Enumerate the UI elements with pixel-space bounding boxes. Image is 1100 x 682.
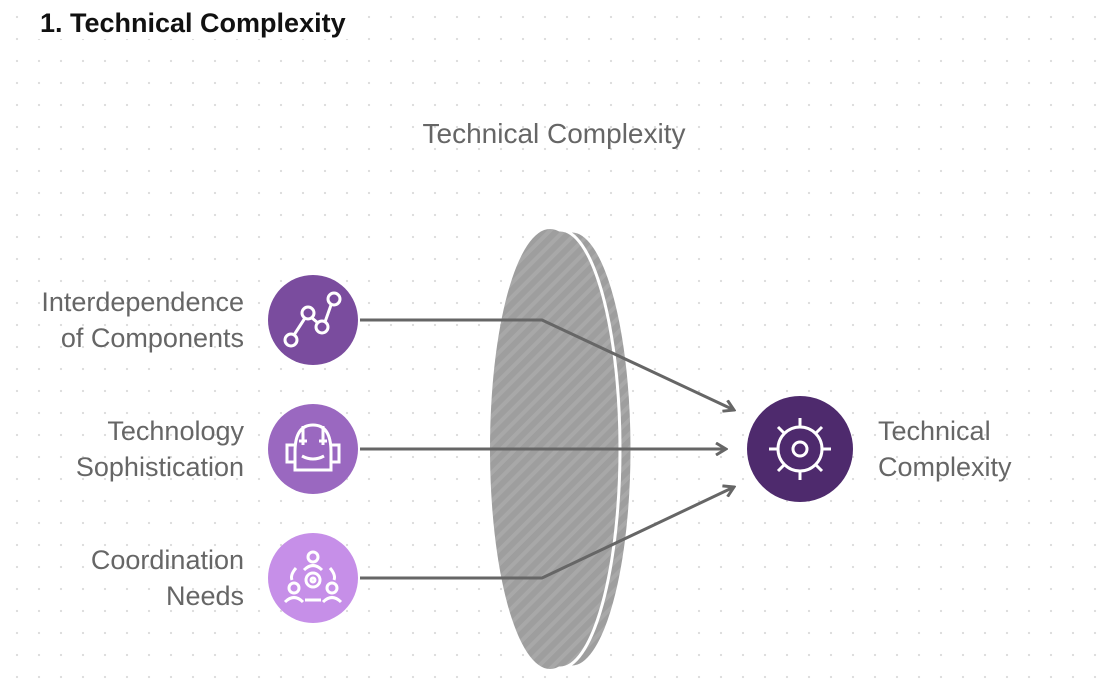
output-label: Technical Complexity <box>878 413 1012 485</box>
label-line: Needs <box>165 581 244 611</box>
label-line: Complexity <box>878 452 1012 482</box>
diagram-title: Technical Complexity <box>422 118 686 149</box>
gear-sun-icon <box>747 396 853 502</box>
input-label-technology: Technology Sophistication <box>76 413 244 485</box>
team-gear-icon <box>268 533 358 623</box>
robot-icon <box>268 404 358 494</box>
label-line: Interdependence <box>41 287 244 317</box>
chart-line-icon <box>268 275 358 365</box>
label-line: Technical <box>878 416 991 446</box>
label-line: Sophistication <box>75 452 244 482</box>
page-heading: 1. Technical Complexity <box>36 8 350 39</box>
label-line: of Components <box>60 323 244 353</box>
input-label-interdependence: Interdependence of Components <box>41 284 244 356</box>
connector-1 <box>360 318 734 410</box>
input-label-coordination: Coordination Needs <box>91 542 244 614</box>
label-line: Coordination <box>90 545 244 575</box>
connector-3 <box>360 487 734 580</box>
label-line: Technology <box>107 416 244 446</box>
